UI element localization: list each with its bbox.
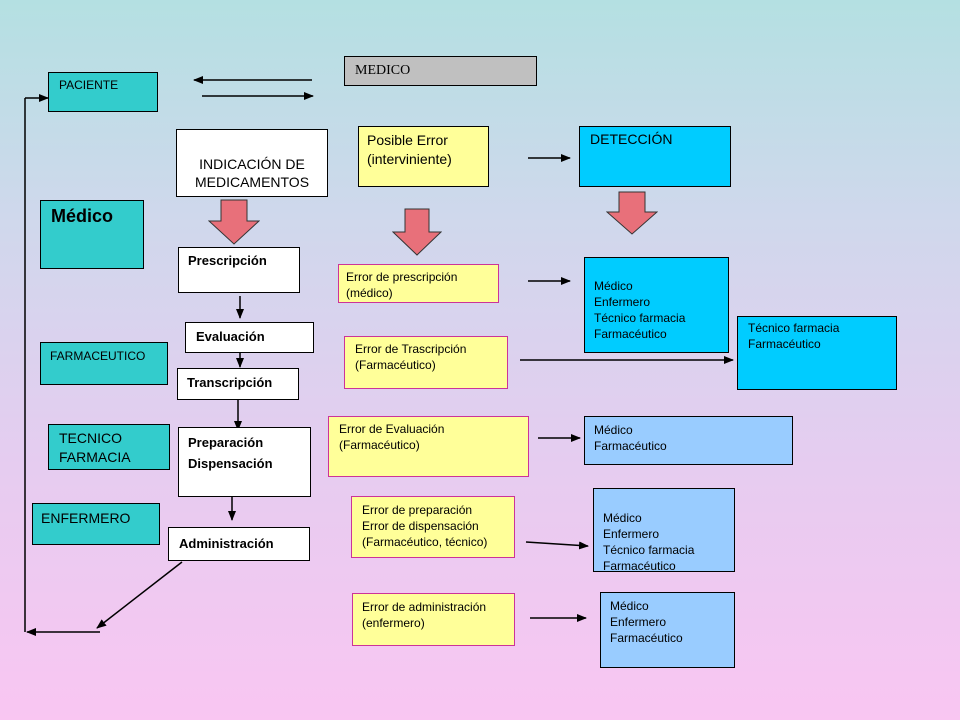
detector-evaluacion: Médico Farmacéutico <box>584 416 793 465</box>
error-evaluacion-line: Error de Evaluación <box>339 422 445 436</box>
role-farmaceutico-label: FARMACEUTICO <box>50 349 146 363</box>
deteccion-label: DETECCIÓN <box>590 131 673 147</box>
indicacion-line: INDICACIÓN DE <box>199 156 305 172</box>
error-prescripcion: Error de prescripción (médico) <box>338 264 499 303</box>
detector-prescripcion: Médico Enfermero Técnico farmacia Farmac… <box>584 257 729 353</box>
detector-line: Médico <box>594 423 633 437</box>
detector-trascripcion: Técnico farmacia Farmacéutico <box>737 316 897 390</box>
error-trascripcion-line: (Farmacéutico) <box>355 358 436 372</box>
error-preparacion-line: Error de dispensación <box>362 519 479 533</box>
error-trascripcion: Error de Trascripción (Farmacéutico) <box>344 336 508 389</box>
step-transcripcion-label: Transcripción <box>187 375 273 390</box>
step-preparacion-line: Dispensación <box>188 456 273 471</box>
step-administracion: Administración <box>168 527 310 561</box>
role-tecnico-line: FARMACIA <box>59 449 131 465</box>
loop-diagonal-arrow <box>96 561 183 629</box>
role-paciente-label: PACIENTE <box>59 78 119 92</box>
detector-line: Farmacéutico <box>610 631 683 645</box>
detector-line: Enfermero <box>610 615 667 629</box>
error-evaluacion-line: (Farmacéutico) <box>339 438 420 452</box>
error-evaluacion: Error de Evaluación (Farmacéutico) <box>328 416 529 477</box>
detector-line: Médico <box>610 599 649 613</box>
error-trascripcion-line: Error de Trascripción <box>355 342 467 356</box>
step-preparacion-line: Preparación <box>188 435 264 450</box>
down-arrow-icon <box>606 191 658 235</box>
step-preparacion-dispensacion: Preparación Dispensación <box>178 427 311 497</box>
detector-line: Técnico farmacia <box>748 321 840 335</box>
step-administracion-label: Administración <box>179 536 274 551</box>
posible-error-line: (interviniente) <box>367 151 452 167</box>
role-enfermero: ENFERMERO <box>32 503 160 545</box>
role-farmaceutico: FARMACEUTICO <box>40 342 168 385</box>
detector-line: Médico <box>594 279 633 293</box>
detector-line: Farmacéutico <box>594 327 667 341</box>
detector-line: Enfermero <box>603 527 660 541</box>
indicacion-line: MEDICAMENTOS <box>194 174 310 190</box>
detector-line: Farmacéutico <box>748 337 821 351</box>
step-prescripcion: Prescripción <box>178 247 300 293</box>
error-preparacion-line: Error de preparación <box>362 503 473 517</box>
role-medico: Médico <box>40 200 144 269</box>
step-transcripcion: Transcripción <box>177 368 299 400</box>
posible-error-line: Posible Error <box>367 132 448 148</box>
deteccion-box: DETECCIÓN <box>579 126 731 187</box>
role-tecnico-line: TECNICO <box>59 430 122 446</box>
detector-line: Médico <box>603 511 642 525</box>
error-prescripcion-line: Error de prescripción <box>346 270 458 284</box>
role-paciente: PACIENTE <box>48 72 158 112</box>
medico-header-label: MEDICO <box>355 63 411 78</box>
detector-line: Farmacéutico <box>603 559 676 573</box>
detector-line: Enfermero <box>594 295 651 309</box>
role-tecnico-farmacia: TECNICO FARMACIA <box>48 424 170 470</box>
detector-line: Técnico farmacia <box>594 311 686 325</box>
detector-administracion: Médico Enfermero Farmacéutico <box>600 592 735 668</box>
error-administracion-line: Error de administración <box>362 600 487 614</box>
posible-error-box: Posible Error (interviniente) <box>358 126 489 187</box>
error-preparacion-line: (Farmacéutico, técnico) <box>362 535 488 549</box>
error-preparacion: Error de preparación Error de dispensaci… <box>351 496 515 558</box>
arrow-preparacion-detector <box>525 541 589 550</box>
detector-line: Farmacéutico <box>594 439 667 453</box>
role-medico-label: Médico <box>51 206 114 226</box>
down-arrow-icon <box>208 199 260 245</box>
down-arrow-icon <box>392 208 442 256</box>
role-enfermero-label: ENFERMERO <box>41 510 131 526</box>
detector-line: Técnico farmacia <box>603 543 695 557</box>
error-administracion-line: (enfermero) <box>362 616 425 630</box>
step-prescripcion-label: Prescripción <box>188 253 267 268</box>
step-evaluacion: Evaluación <box>185 322 314 353</box>
error-prescripcion-line: (médico) <box>346 286 393 300</box>
error-administracion: Error de administración (enfermero) <box>352 593 515 646</box>
detector-preparacion: Médico Enfermero Técnico farmacia Farmac… <box>593 488 735 573</box>
indicacion-box: INDICACIÓN DE MEDICAMENTOS <box>176 129 328 197</box>
step-evaluacion-label: Evaluación <box>196 329 265 344</box>
medico-header: MEDICO <box>344 56 537 86</box>
